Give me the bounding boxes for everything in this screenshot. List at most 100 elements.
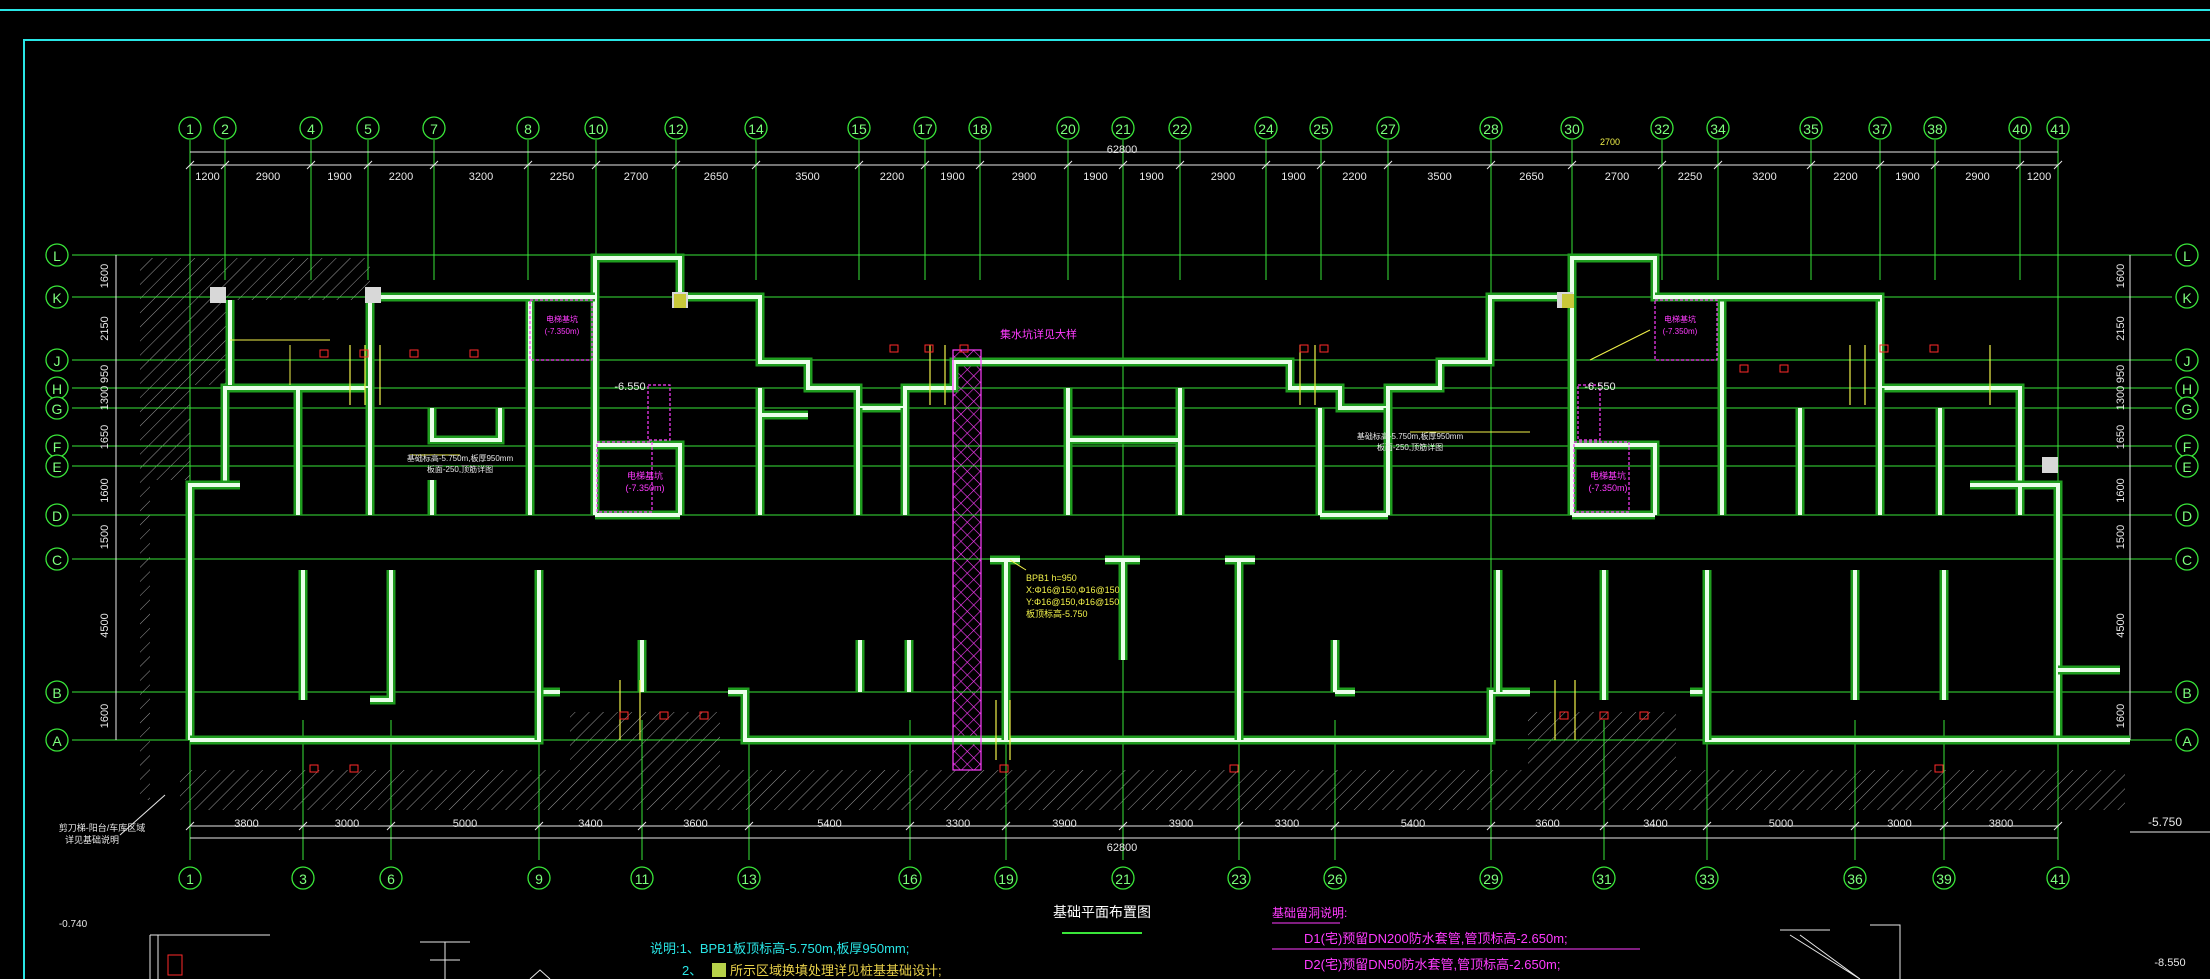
dim-label-bottom: 3900 [1169,818,1193,830]
dim-tick-bottom [637,821,647,831]
dim-label-right: 2150 [2115,316,2127,340]
red-tag-11 [1879,344,1889,353]
dim-label-right: 1500 [2115,525,2127,549]
red-tag-6 [959,344,969,353]
dim-label-top: 1900 [1139,171,1163,183]
dim-label-top: 3500 [1427,171,1451,183]
dim-label-top: 2700 [1605,171,1629,183]
dim-label-bottom: 3000 [335,818,359,830]
dim-tick-top [1713,160,1723,170]
svg-text:X:Φ16@150,Φ16@150: X:Φ16@150,Φ16@150 [1026,585,1120,595]
wall-left-core [528,297,682,517]
axis-right-B-circle [2175,680,2199,704]
axis-top-35-label: 35 [1803,121,1819,137]
dim-label-right: 1600 [2115,478,2127,502]
wall-left-int-3 [301,570,911,740]
axis-left-L-circle [45,243,69,267]
elevation-right-2: -8.550 [2154,957,2185,969]
dim-label-left: 1600 [99,264,111,288]
red-tag-0 [319,349,329,358]
dim-label-right: 950 [2115,365,2127,383]
dim-tick-bottom [2053,821,2063,831]
stair-pit-label-left-2: (-7.350m) [545,327,580,336]
dim-tick-top [1383,160,1393,170]
red-tag-9 [1739,364,1749,373]
dim-tick-top [306,160,316,170]
axis-bottom-13-label: 13 [741,871,757,887]
red-tags [309,344,1944,773]
axis-top-8-circle [516,116,540,140]
wall-right-int-1 [1318,408,1390,517]
wall-left-north-outer [185,253,1122,740]
pit-box-3 [1654,299,1718,361]
svg-text:板顶标高-5.750: 板顶标高-5.750 [1026,608,1088,619]
dim-label-bottom: 3300 [946,818,970,830]
axis-top-15-circle [847,116,871,140]
axis-top-22-circle [1168,116,1192,140]
dim-tick-bottom [1118,821,1128,831]
axis-top-10-circle [584,116,608,140]
dim-label-top: 2200 [389,171,413,183]
axis-right-G-circle [2175,396,2199,420]
wall-right-int-1-outer [1315,408,1393,520]
elevation-left: -0.740 [59,919,88,930]
axis-right-C-circle [2175,547,2199,571]
dim-tick-top [1261,160,1271,170]
axis-top-40-circle [2008,116,2032,140]
axis-bottom-39-circle [1932,866,1956,890]
wall-note-left-1: 基础标高-5.750m,板厚950mm [407,453,514,463]
axis-bottom-16-circle [898,866,922,890]
wall-center-north [1066,388,1182,515]
dim-tick-top [591,160,601,170]
red-tag-3 [469,349,479,358]
red-tag-13 [309,764,319,773]
axis-top-40-label: 40 [2012,121,2028,137]
dim-label-bottom: 3400 [578,818,602,830]
dim-tick-bottom [1330,821,1340,831]
red-tag-21 [1599,711,1609,720]
axis-bottom-31-circle [1592,866,1616,890]
axis-top-25-circle [1309,116,1333,140]
elevation-right: -5.750 [2148,815,2182,829]
dim-tick-bottom [1939,821,1949,831]
dim-label-top: 2900 [1965,171,1989,183]
red-tag-18 [999,764,1009,773]
axis-top-5-label: 5 [364,121,372,137]
axis-bottom-23-circle [1227,866,1251,890]
axis-top-24-label: 24 [1258,121,1274,137]
dim-label-bottom: 5400 [1401,818,1425,830]
red-tag-16 [659,711,669,720]
dim-label-bottom: 3000 [1887,818,1911,830]
axis-top-41-label: 41 [2050,121,2066,137]
detail-fragments [149,924,1901,979]
dim-tick-bottom [1486,821,1496,831]
red-tag-15 [619,711,629,720]
wall-left-int-1-outer [210,388,505,515]
axis-top-4-label: 4 [307,121,315,137]
dim-tick-bottom [1850,821,1860,831]
dim-tick-top [429,160,439,170]
dim-tick-top [975,160,985,170]
wall-top-left-outer [225,292,595,385]
dim-tick-top [363,160,373,170]
axis-top-38-circle [1923,116,1947,140]
stair-pit-label-right-1: 电梯基坑 [1664,314,1696,324]
dim-label-bottom: 5400 [817,818,841,830]
axis-top-32-label: 32 [1654,121,1670,137]
dim-label-bottom: 3300 [1275,818,1299,830]
red-tag-19 [1229,764,1239,773]
bpb1-note: BPB1 h=950 X:Φ16@150,Φ16@150 Y:Φ16@150,Φ… [1026,573,1120,619]
svg-text:说明:1、BPB1板顶标高-5.750m,板厚950mm;: 说明:1、BPB1板顶标高-5.750m,板厚950mm; [650,941,909,956]
dim-label-top: 2250 [1678,171,1702,183]
dim-label-top: 2900 [1211,171,1235,183]
pit-box-4 [647,384,671,441]
axis-top-14-label: 14 [748,121,764,137]
dim-label-bottom: 3600 [1535,818,1559,830]
axis-right-J-label: J [2184,353,2191,369]
axis-right-H-label: H [2182,381,2192,397]
axis-top-17-circle [913,116,937,140]
axis-top-34-circle [1706,116,1730,140]
elevator-label-right-2: (-7.350m) [1588,483,1627,493]
